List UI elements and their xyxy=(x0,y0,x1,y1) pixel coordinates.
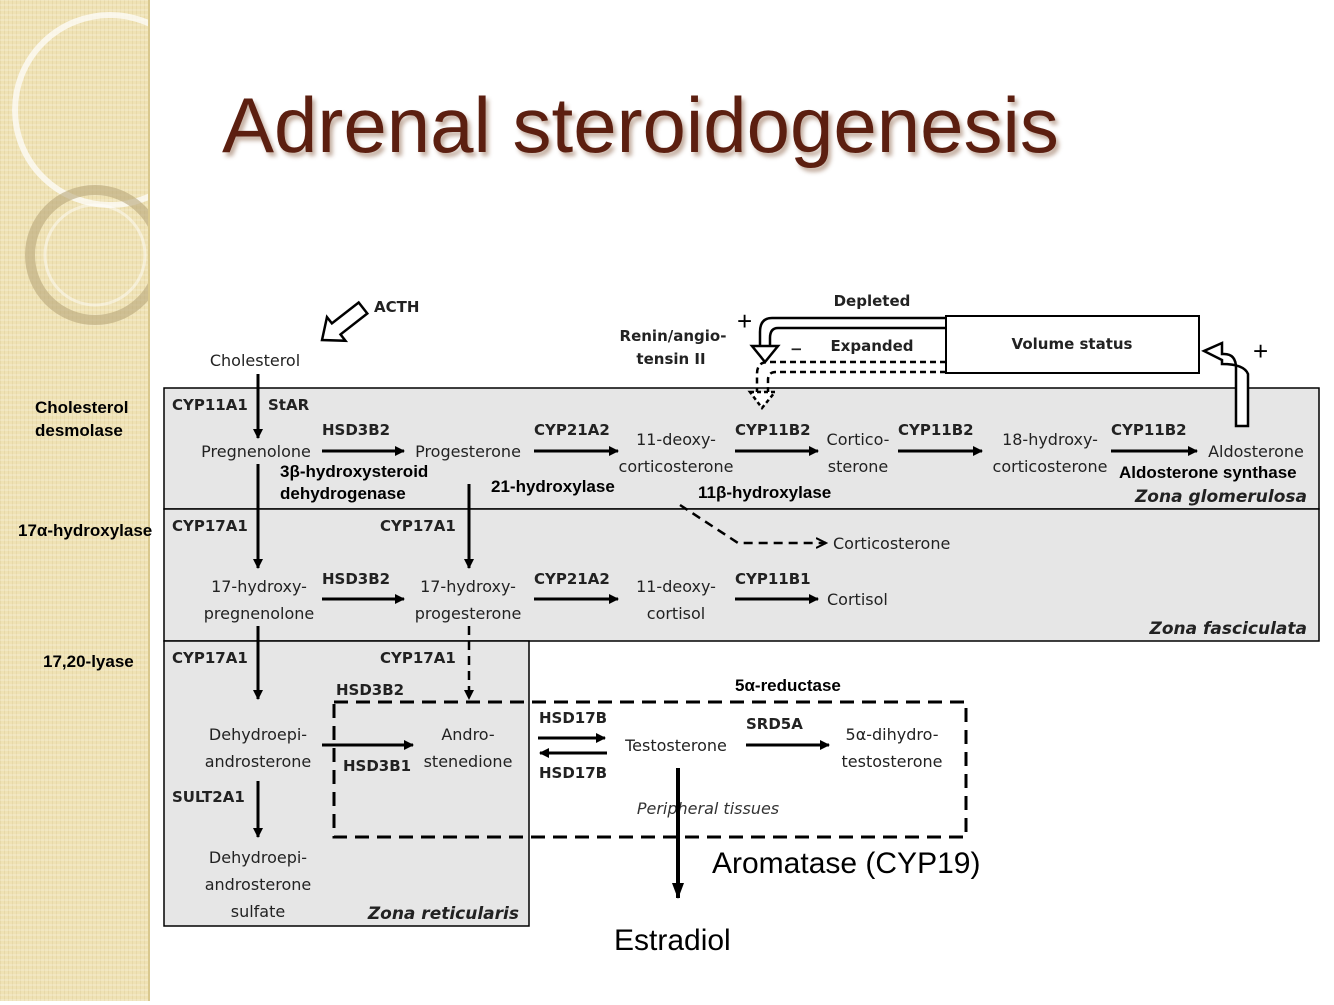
depleted-arrow-outer xyxy=(758,316,946,348)
zona-fasciculata-box xyxy=(163,508,1320,642)
compound-11-deoxycorticosterone-2: corticosterone xyxy=(619,457,734,476)
depleted-arrow-inner xyxy=(768,326,946,348)
label-3b-hsd-1: 3β-hydroxysteroid xyxy=(280,462,428,481)
label-renin-2: tensin II xyxy=(636,350,705,368)
compound-androstenedione-2: stenedione xyxy=(424,752,513,771)
compound-18-hydroxycorticosterone-1: 18-hydroxy- xyxy=(1002,430,1098,449)
expanded-arrow-inner xyxy=(766,370,946,392)
enzyme-hsd3b2-mid: HSD3B2 xyxy=(322,570,390,588)
label-depleted: Depleted xyxy=(834,292,911,310)
label-5a-reductase: 5α-reductase xyxy=(735,676,841,695)
enzyme-cyp11b1: CYP11B1 xyxy=(735,570,811,588)
slide-title: Adrenal steroidogenesis xyxy=(222,81,1059,169)
label-peripheral-tissues: Peripheral tissues xyxy=(637,799,779,818)
compound-dht-1: 5α-dihydro- xyxy=(846,725,939,744)
compound-dheas-3: sulfate xyxy=(231,902,285,921)
enzyme-star: StAR xyxy=(268,396,310,414)
label-aromatase: Aromatase (CYP19) xyxy=(712,847,980,880)
acth-label: ACTH xyxy=(374,298,419,316)
depleted-arrowhead-icon xyxy=(749,344,781,364)
enzyme-sult2a1: SULT2A1 xyxy=(172,788,245,806)
aldosterone-feedback-arrow-icon xyxy=(1201,341,1250,428)
enzyme-hsd3b2-top: HSD3B2 xyxy=(322,421,390,439)
minus-sign-renin: − xyxy=(790,340,803,358)
compound-testosterone: Testosterone xyxy=(624,736,727,755)
enzyme-hsd17b-top: HSD17B xyxy=(539,709,607,727)
label-21-hydroxylase: 21-hydroxylase xyxy=(491,477,615,496)
enzyme-cyp21a2-mid: CYP21A2 xyxy=(534,570,610,588)
compound-corticosterone-fasciculata: Corticosterone xyxy=(833,534,950,553)
compound-18-hydroxycorticosterone-2: corticosterone xyxy=(993,457,1108,476)
zone-label-reticularis: Zona reticularis xyxy=(367,904,519,924)
enzyme-hsd17b-bottom: HSD17B xyxy=(539,764,607,782)
compound-dheas-1: Dehydroepi- xyxy=(209,848,307,867)
label-aldosterone-synthase: Aldosterone synthase xyxy=(1119,463,1297,482)
arrow-dashed-corticosterone xyxy=(679,503,826,543)
compound-17-hydroxypregnenolone-1: 17-hydroxy- xyxy=(211,577,307,596)
compound-cortisol: Cortisol xyxy=(827,590,888,609)
zone-label-glomerulosa: Zona glomerulosa xyxy=(1134,487,1307,507)
compound-dhea-2: androsterone xyxy=(205,752,312,771)
enzyme-cyp17a1-left-2: CYP17A1 xyxy=(172,649,248,667)
enzyme-hsd3b2-low: HSD3B2 xyxy=(336,681,404,699)
compound-17-hydroxyprogesterone-2: progesterone xyxy=(415,604,522,623)
peripheral-tissues-box xyxy=(332,700,968,839)
compound-11-deoxycortisol-1: 11-deoxy- xyxy=(636,577,716,596)
enzyme-srd5a: SRD5A xyxy=(746,715,803,733)
compound-corticosterone-1: Cortico- xyxy=(827,430,890,449)
label-17-20-lyase: 17,20-lyase xyxy=(43,652,134,671)
enzyme-cyp11a1: CYP11A1 xyxy=(172,396,248,414)
compound-corticosterone-2: sterone xyxy=(828,457,888,476)
expanded-arrowhead-icon xyxy=(747,390,778,411)
compound-dheas-2: androsterone xyxy=(205,875,312,894)
decorative-sidebar xyxy=(0,0,208,1001)
compound-estradiol: Estradiol xyxy=(614,924,731,957)
enzyme-cyp21a2-top: CYP21A2 xyxy=(534,421,610,439)
compound-progesterone: Progesterone xyxy=(415,442,521,461)
acth-arrow-icon xyxy=(320,300,370,343)
enzyme-cyp11b2-a: CYP11B2 xyxy=(735,421,811,439)
plus-sign-renin: + xyxy=(737,306,752,336)
enzyme-cyp11b2-c: CYP11B2 xyxy=(1111,421,1187,439)
plus-sign-aldosterone: + xyxy=(1253,336,1268,366)
compound-pregnenolone: Pregnenolone xyxy=(201,442,311,461)
compound-17-hydroxyprogesterone-1: 17-hydroxy- xyxy=(420,577,516,596)
label-cholesterol-desmolase-2: desmolase xyxy=(35,421,123,440)
compound-11-deoxycorticosterone-1: 11-deoxy- xyxy=(636,430,716,449)
enzyme-cyp11b2-b: CYP11B2 xyxy=(898,421,974,439)
enzyme-cyp17a1-right-2: CYP17A1 xyxy=(380,649,456,667)
compound-11-deoxycortisol-2: cortisol xyxy=(647,604,705,623)
enzyme-hsd3b1: HSD3B1 xyxy=(343,757,411,775)
zone-label-fasciculata: Zona fasciculata xyxy=(1149,619,1307,639)
compound-dht-2: testosterone xyxy=(842,752,943,771)
compound-aldosterone: Aldosterone xyxy=(1208,442,1304,461)
label-17a-hydroxylase: 17α-hydroxylase xyxy=(18,521,152,540)
compound-androstenedione-1: Andro- xyxy=(441,725,494,744)
enzyme-cyp17a1-right-1: CYP17A1 xyxy=(380,517,456,535)
label-renin-1: Renin/angio- xyxy=(620,327,727,345)
compound-cholesterol: Cholesterol xyxy=(210,351,300,370)
label-3b-hsd-2: dehydrogenase xyxy=(280,484,406,503)
label-cholesterol-desmolase-1: Cholesterol xyxy=(35,398,129,417)
compound-dhea-1: Dehydroepi- xyxy=(209,725,307,744)
compound-17-hydroxypregnenolone-2: pregnenolone xyxy=(204,604,315,623)
label-11b-hydroxylase: 11β-hydroxylase xyxy=(698,483,831,502)
enzyme-cyp17a1-left-1: CYP17A1 xyxy=(172,517,248,535)
label-expanded: Expanded xyxy=(830,337,913,355)
label-volume-status: Volume status xyxy=(1012,335,1133,353)
volume-status-box xyxy=(945,315,1200,374)
